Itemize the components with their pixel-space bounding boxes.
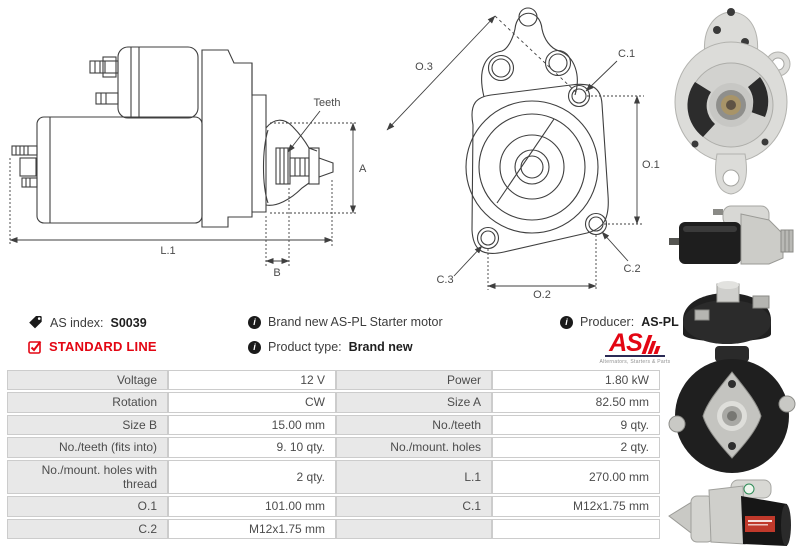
front-view-dimensions xyxy=(386,15,644,290)
technical-drawing-side-view: A L.1 B Teeth xyxy=(9,46,367,279)
as-pl-logo-underline xyxy=(605,355,665,357)
spec-label: No./mount. holes xyxy=(336,437,492,458)
spec-value: 1.80 kW xyxy=(492,370,660,391)
spec-label xyxy=(336,518,492,540)
as-pl-logo-text: AS xyxy=(609,329,643,357)
spec-table: Voltage 12 V Power 1.80 kW Rotation CW S… xyxy=(7,368,660,541)
side-view-dimensions xyxy=(9,110,358,266)
dim-label-o3: O.3 xyxy=(415,61,433,73)
dim-label-c2: C.2 xyxy=(623,263,640,275)
spec-value: 2 qty. xyxy=(492,437,660,458)
spec-value xyxy=(492,518,660,540)
spec-value: M12x1.75 mm xyxy=(168,518,336,540)
spec-row: Voltage 12 V Power 1.80 kW xyxy=(7,370,660,391)
spec-value: 101.00 mm xyxy=(168,496,336,517)
dim-label-c3: C.3 xyxy=(436,274,453,286)
info-icon xyxy=(248,340,261,354)
spec-value: 82.50 mm xyxy=(492,392,660,413)
spec-label: Size A xyxy=(336,392,492,413)
product-photo-solenoid-view xyxy=(683,281,771,344)
spec-label: Voltage xyxy=(7,370,168,391)
producer-value: AS-PL xyxy=(641,315,679,329)
dim-label-teeth: Teeth xyxy=(314,97,341,109)
producer-line: Producer: AS-PL xyxy=(560,315,679,329)
as-pl-logo-tagline: Alternators, Starters & Parts xyxy=(599,359,671,365)
spec-label: Rotation xyxy=(7,392,168,413)
as-index-line: AS index: S0039 xyxy=(28,315,147,330)
as-index-label: AS index: xyxy=(50,315,104,330)
spec-row: C.2 M12x1.75 mm xyxy=(7,518,660,540)
spec-label: No./teeth (fits into) xyxy=(7,437,168,458)
spec-row: O.1 101.00 mm C.1 M12x1.75 mm xyxy=(7,496,660,517)
spec-row: No./teeth (fits into) 9. 10 qty. No./mou… xyxy=(7,437,660,458)
spec-row: Rotation CW Size A 82.50 mm xyxy=(7,392,660,413)
product-photo-rear-view xyxy=(668,346,796,473)
technical-drawing-front-view: O.3 C.1 O.1 C.2 C.3 O.2 xyxy=(386,7,660,300)
producer-label: Producer: xyxy=(580,315,635,329)
brand-new-line: Brand new AS-PL Starter motor xyxy=(248,315,443,329)
spec-label: C.1 xyxy=(336,496,492,517)
dim-label-o2: O.2 xyxy=(533,289,551,300)
dim-label-o1: O.1 xyxy=(642,159,660,171)
spec-label: Power xyxy=(336,370,492,391)
spec-row: No./mount. holes with thread 2 qty. L.1 … xyxy=(7,459,660,495)
spec-label: O.1 xyxy=(7,496,168,517)
product-photo-angled-view xyxy=(668,479,791,546)
dim-label-a: A xyxy=(359,163,367,175)
spec-value: CW xyxy=(168,392,336,413)
as-pl-logo-stripes-icon xyxy=(641,335,664,354)
product-type-value: Brand new xyxy=(348,340,413,354)
product-type-line: Product type: Brand new xyxy=(248,340,413,354)
as-pl-logo: AS Alternators, Starters & Parts xyxy=(597,329,673,366)
standard-line-label: STANDARD LINE xyxy=(49,339,157,354)
starter-side-outline xyxy=(11,46,334,228)
product-photo-front-view xyxy=(674,8,791,195)
spec-label: No./teeth xyxy=(336,414,492,436)
dim-label-b: B xyxy=(273,267,280,279)
spec-label: L.1 xyxy=(336,459,492,495)
starter-front-outline xyxy=(465,7,609,254)
spec-label: Size B xyxy=(7,414,168,436)
spec-label: No./mount. holes with thread xyxy=(7,459,168,495)
spec-value: M12x1.75 mm xyxy=(492,496,660,517)
dim-label-l1: L.1 xyxy=(160,245,175,257)
spec-value: 2 qty. xyxy=(168,459,336,495)
spec-value: 270.00 mm xyxy=(492,459,660,495)
product-photo-side-view xyxy=(669,205,794,265)
spec-value: 15.00 mm xyxy=(168,414,336,436)
standard-line: STANDARD LINE xyxy=(28,339,157,354)
as-index-value: S0039 xyxy=(110,315,147,330)
spec-label: C.2 xyxy=(7,518,168,540)
spec-row: Size B 15.00 mm No./teeth 9 qty. xyxy=(7,414,660,436)
spec-value: 12 V xyxy=(168,370,336,391)
product-type-label: Product type: xyxy=(268,340,342,354)
dim-label-c1: C.1 xyxy=(618,48,635,60)
spec-value: 9. 10 qty. xyxy=(168,437,336,458)
tag-icon xyxy=(29,316,42,329)
standard-line-check-icon xyxy=(28,340,42,354)
spec-value: 9 qty. xyxy=(492,414,660,436)
info-icon xyxy=(560,315,573,329)
info-icon xyxy=(248,315,261,329)
brand-new-text: Brand new AS-PL Starter motor xyxy=(268,315,443,329)
product-photos-column xyxy=(665,0,800,555)
